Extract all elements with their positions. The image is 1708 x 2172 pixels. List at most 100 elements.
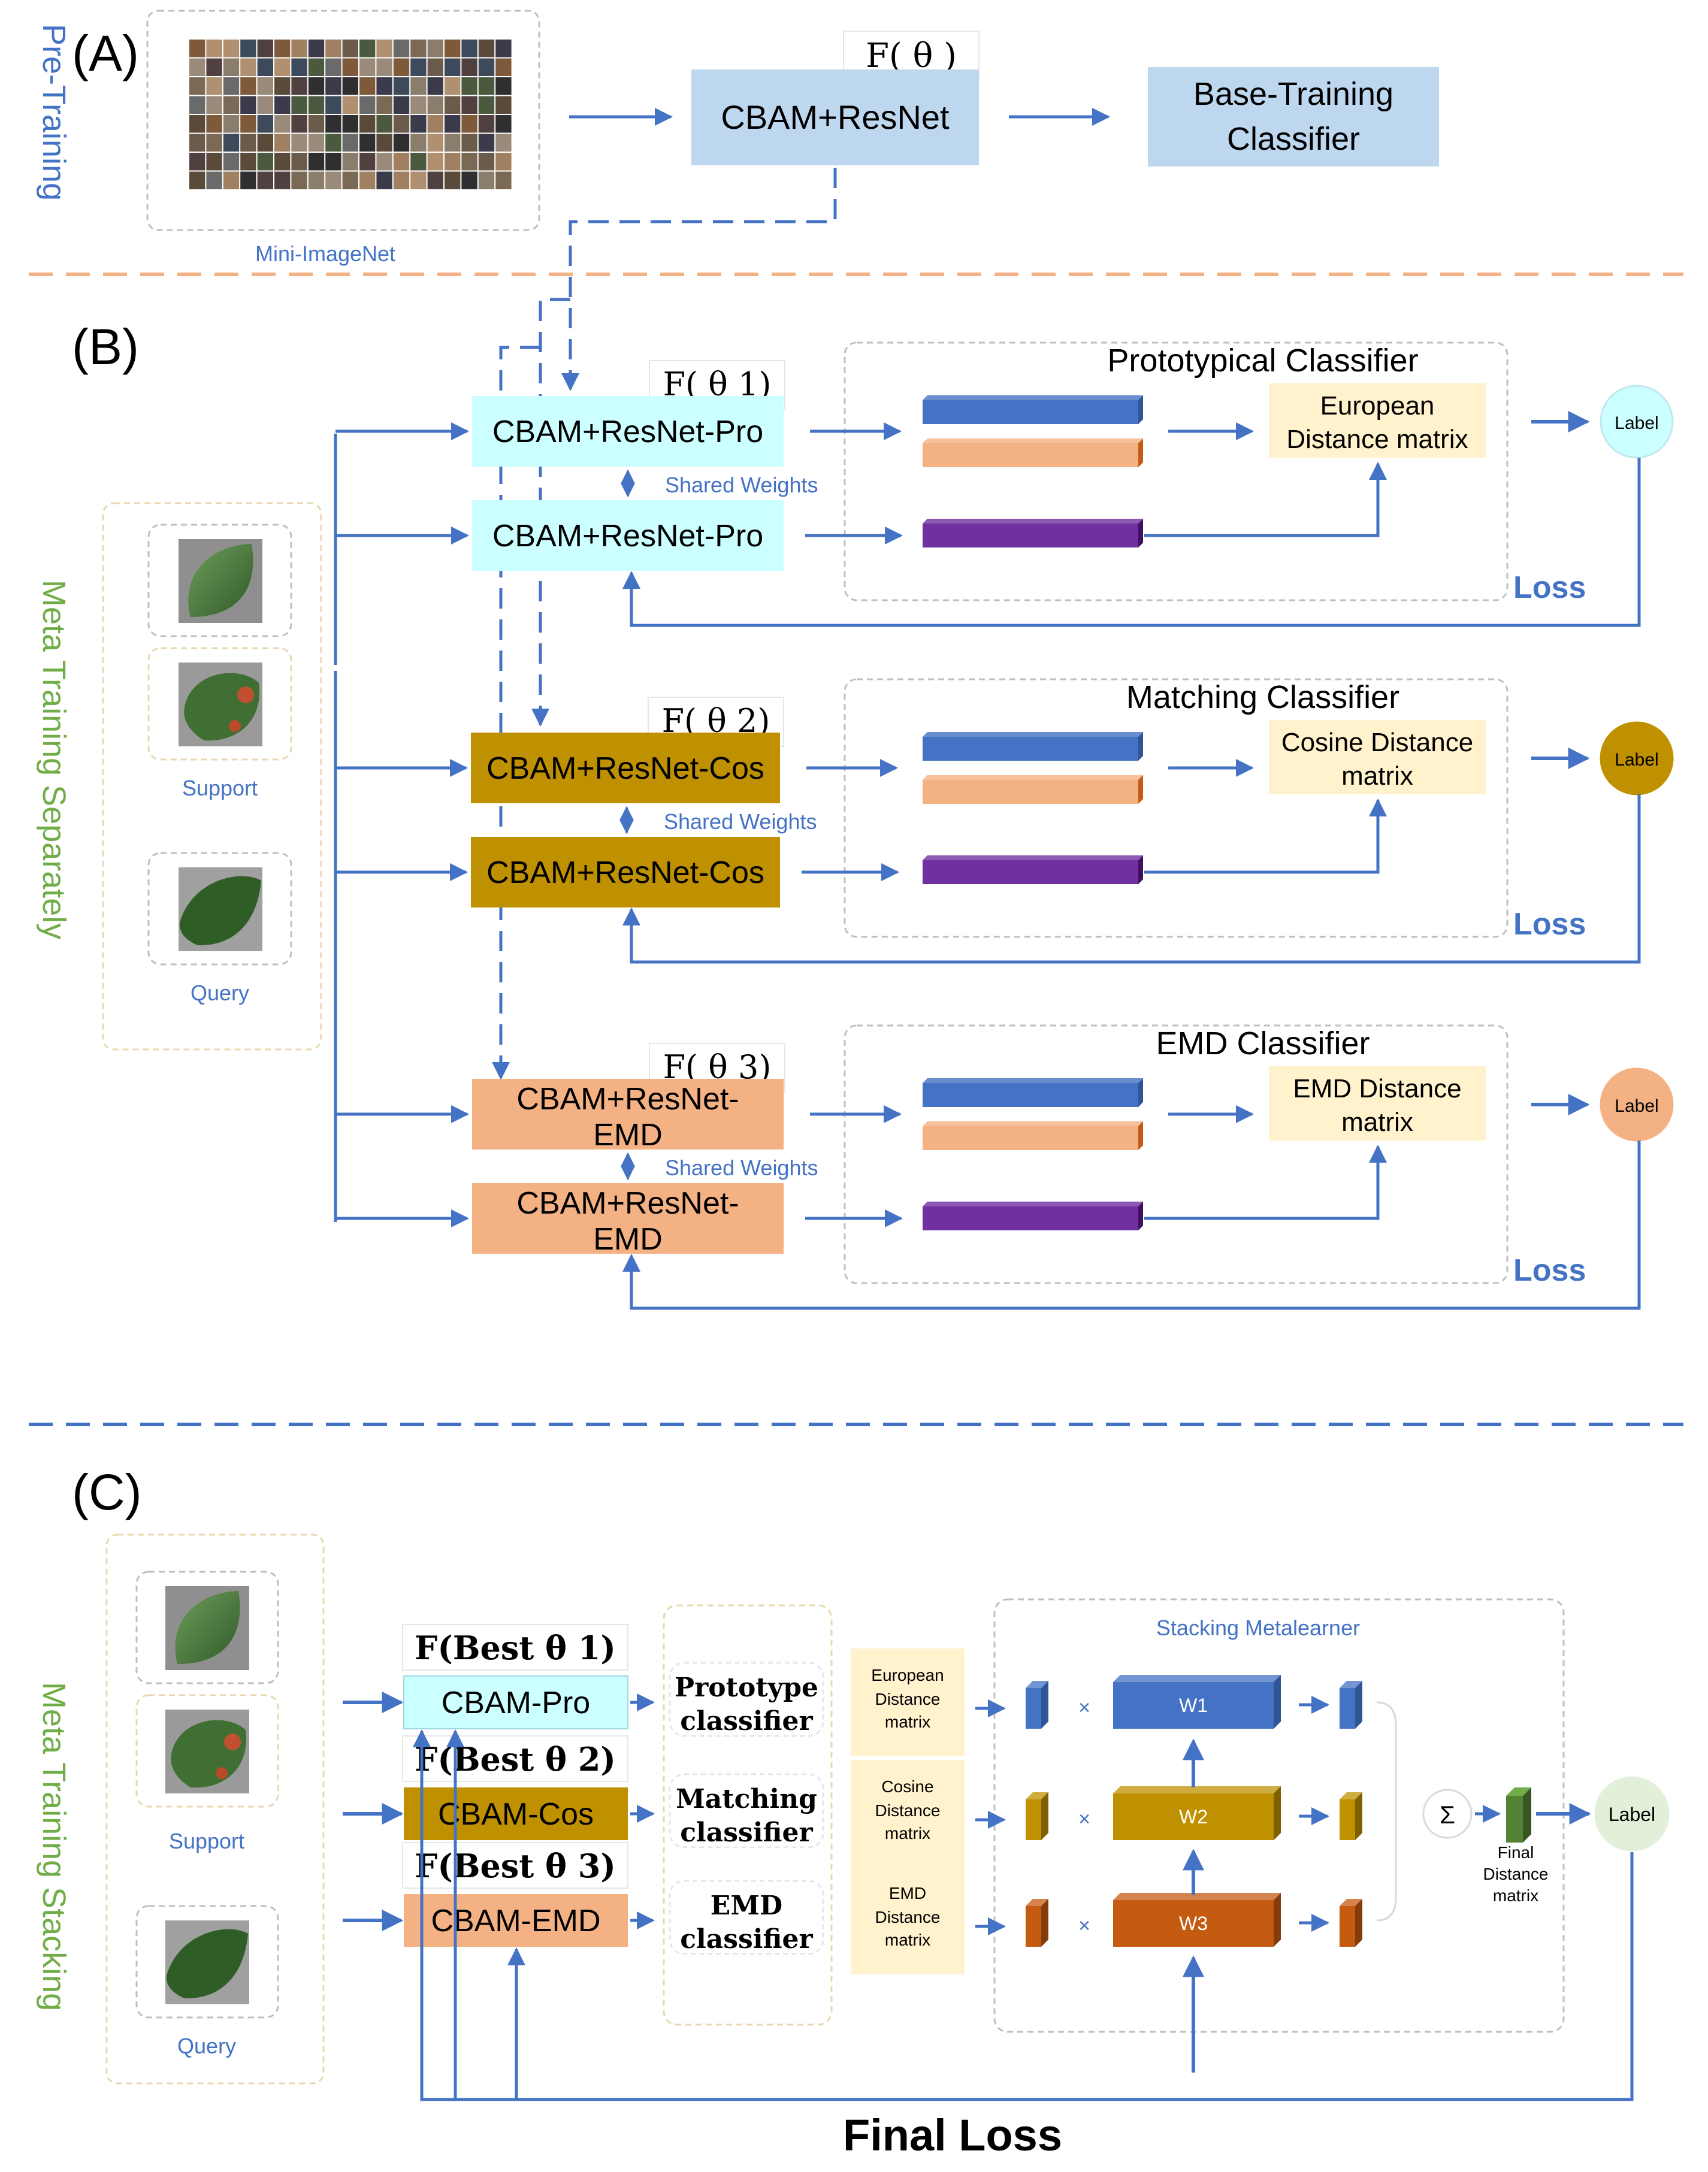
output-cube-3 [1340, 1899, 1362, 1947]
mini-imagenet-thumbnails [189, 40, 512, 189]
classifier-group-panel [663, 1604, 833, 2026]
distance-matrix-box-3 [1269, 1066, 1486, 1141]
final-distance-cube [1506, 1787, 1531, 1843]
shared-weights-label-3: Shared Weights [665, 1155, 818, 1180]
stack-matrix-line3-2: matrix [885, 1824, 930, 1843]
base-classifier-line2: Classifier [1227, 121, 1360, 157]
shared-weights-label-2: Shared Weights [664, 809, 817, 834]
final-line3: matrix [1493, 1886, 1538, 1905]
stack-matrix-line2-3: Distance [875, 1908, 941, 1926]
pretraining-side-label: Pre-Training [36, 24, 72, 201]
stack-matrix-box-1 [851, 1648, 965, 1756]
query-to-matrix-arrow-3 [1144, 1145, 1387, 1220]
classifier-panel-3 [844, 1024, 1509, 1284]
prototype-bar-1 [923, 438, 1143, 467]
distance-matrix-box-1 [1269, 383, 1486, 458]
query-leaf-c [135, 1905, 279, 2019]
support-bar-3 [923, 1078, 1143, 1107]
best-theta-box-1 [402, 1624, 628, 1671]
stack-bracket [1376, 1701, 1397, 1922]
stack-matrix-line1-2: Cosine [881, 1777, 933, 1796]
label-text-2: Label [1615, 750, 1658, 770]
output-cube-2 [1340, 1792, 1362, 1840]
encoder-a-label: CBAM+ResNet [721, 98, 950, 136]
loss-label-3: Loss [1513, 1253, 1586, 1288]
final-loss-loop [413, 1729, 1634, 2101]
encoder-label-2-2: CBAM+ResNet-Cos [486, 855, 764, 890]
stack-matrix-line2-1: Distance [875, 1690, 941, 1708]
dataset-panel [146, 10, 540, 231]
prototype-bar-2 [923, 775, 1143, 804]
stack-matrix-box-2 [851, 1760, 965, 1868]
dashed-link-theta2 [531, 298, 570, 727]
theta-a-label: F( θ ) [866, 37, 957, 75]
input-cube-3 [1026, 1899, 1048, 1947]
stack-encoder-box-2 [404, 1787, 628, 1840]
stack-matrix-box-3 [851, 1867, 965, 1974]
support-leaf-2-c [135, 1694, 279, 1808]
section-a-tag: (A) [72, 25, 139, 81]
dashed-link-theta3 [492, 346, 540, 1080]
stack-classifier-line1-1: Prototype [675, 1672, 818, 1703]
dashed-link-theta1 [561, 168, 837, 391]
query-bar-2 [923, 855, 1143, 884]
loss-loop-1 [622, 458, 1641, 627]
stack-encoder-label-1: CBAM-Pro [442, 1686, 590, 1720]
stack-encoder-label-3: CBAM-EMD [431, 1904, 600, 1938]
best-theta-box-3 [402, 1842, 628, 1889]
best-theta-label-2: F(Best θ 2) [415, 1740, 616, 1778]
loss-label-2: Loss [1513, 907, 1586, 942]
stack-matrix-line2-2: Distance [875, 1801, 941, 1820]
branch-3: F( θ 3)CBAM+ResNet-EMDCBAM+ResNet-EMDSha… [335, 1024, 1674, 1310]
times-symbol-2: × [1078, 1808, 1090, 1831]
encoder-label-1-1: CBAM+ResNet-Pro [492, 415, 763, 449]
best-theta-label-1: F(Best θ 1) [415, 1629, 616, 1667]
encoder-label-3-1-b: EMD [593, 1118, 663, 1152]
query-caption-c: Query [177, 2034, 236, 2058]
query-bar-1 [923, 519, 1143, 547]
distance-matrix-line1-3: EMD Distance [1293, 1074, 1461, 1103]
stack-matrix-line3-1: matrix [885, 1713, 930, 1731]
stack-matrix-line1-1: European [871, 1666, 944, 1684]
label-node-2 [1600, 721, 1674, 795]
distance-matrix-line1-2: Cosine Distance [1281, 728, 1473, 757]
stack-encoder-label-2: CBAM-Cos [438, 1797, 594, 1832]
classifier-panel-1 [844, 341, 1509, 601]
stack-encoder-box-3 [404, 1894, 628, 1947]
times-symbol-3: × [1078, 1914, 1090, 1937]
stack-classifier-line1-3: EMD [711, 1890, 782, 1921]
classifier-title-3: EMD Classifier [1156, 1026, 1370, 1061]
encoder-box-1-1 [472, 396, 784, 467]
loss-loop-2 [622, 794, 1641, 964]
dataset-caption: Mini-ImageNet [255, 241, 395, 266]
meta-stacking-side-label: Meta Training Stacking [36, 1682, 72, 2011]
encoder-label-3-2-b: EMD [593, 1222, 663, 1257]
label-node-1 [1600, 385, 1674, 459]
classifier-title-1: Prototypical Classifier [1107, 343, 1418, 379]
encoder-a-box [691, 69, 979, 165]
query-caption-b: Query [191, 981, 249, 1005]
weight-block-1 [1113, 1675, 1281, 1729]
section-c-tag: (C) [72, 1464, 142, 1520]
query-to-matrix-arrow-2 [1144, 798, 1387, 874]
stack-encoder-box-1 [403, 1675, 628, 1729]
encoder-box-3-2 [472, 1183, 784, 1254]
query-bar-3 [923, 1202, 1143, 1230]
metalearner-title: Stacking Metalearner [1156, 1616, 1360, 1640]
label-text-1: Label [1615, 413, 1658, 433]
weight-label-1: W1 [1179, 1695, 1208, 1716]
best-theta-label-3: F(Best θ 3) [415, 1847, 616, 1885]
label-node-c [1594, 1776, 1670, 1852]
support-query-panel-c [105, 1533, 325, 2085]
encoder-label-3-2-a: CBAM+ResNet- [516, 1186, 739, 1221]
encoder-box-2-2 [471, 837, 780, 907]
stack-classifier-line1-2: Matching [676, 1784, 817, 1814]
stack-classifier-box-1 [669, 1662, 824, 1737]
sum-node [1422, 1789, 1473, 1839]
sum-symbol: Σ [1440, 1801, 1455, 1829]
support-caption-c: Support [169, 1829, 244, 1853]
weight-block-2 [1113, 1786, 1281, 1840]
